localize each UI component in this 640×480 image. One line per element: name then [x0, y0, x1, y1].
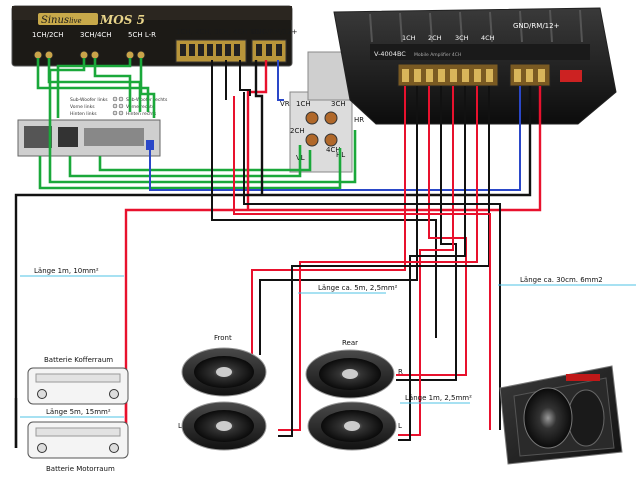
amp-v4004-fins — [369, 9, 583, 43]
speaker-front-right — [181, 347, 267, 397]
remote-wire-mos5 — [277, 60, 284, 101]
junction-vr: VR — [280, 100, 290, 108]
legend-front-left: Vorne links — [70, 104, 95, 110]
length-speaker-label: Länge ca. 5m, 2,5mm² — [318, 284, 398, 292]
head-unit — [17, 119, 161, 157]
length-sub-label: Länge ca. 30cm. 6mm2 — [520, 276, 603, 284]
amp-v4004-label-1ch: 1CH — [402, 34, 416, 42]
amp-v4004-label-2ch: 2CH — [428, 34, 442, 42]
amp-v4004-label-4ch: 4CH — [481, 34, 495, 42]
spk-rear-l-plus — [398, 86, 454, 436]
spk-front-l-minus — [278, 86, 490, 437]
spk-front-r-minus — [259, 86, 418, 355]
head-unit-remote-wire — [146, 140, 154, 150]
legend-sub-left: Sub-Woofer links — [70, 97, 108, 103]
battery-engine-terminal-minus — [37, 443, 47, 453]
head-unit-iso-port — [24, 126, 52, 148]
amp-mos5-label-5chlr: 5CH L-R — [128, 31, 156, 39]
amp-mos5-power-terminals — [251, 39, 287, 63]
junction-box: 1CH 3CH 2CH 4CH VR HR VL HL — [280, 51, 364, 173]
speaker-front-left-tag: L — [178, 422, 182, 430]
rca-wires — [36, 58, 357, 190]
rca-wire-6 — [139, 58, 156, 118]
amp-mos5-label-3ch4ch: 3CH/4CH — [80, 31, 112, 39]
speakers-front-label: Front — [214, 334, 232, 342]
length-rear-label: Länge 1m, 2,5mm² — [405, 394, 472, 402]
subwoofer-box — [499, 365, 623, 465]
battery-trunk-terminal-minus — [37, 389, 47, 399]
length-battery-link-label: Länge 5m, 15mm² — [46, 408, 111, 416]
amp-v4004-power-terminals — [509, 63, 551, 87]
amp-v4004-speaker-terminals — [397, 63, 499, 87]
cable-length-labels: Länge 1m, 10mm² Länge ca. 5m, 2,5mm² Län… — [20, 267, 636, 418]
amp-mos5-logo — [38, 13, 98, 25]
ground-wire-mos5 — [254, 60, 264, 195]
amp-mos5-model: MOS 5 — [99, 13, 145, 27]
sub-wire-minus — [243, 92, 501, 430]
power-wires — [14, 60, 542, 448]
rca-wire-3 — [48, 58, 357, 184]
amp-mos5-label-power: GND/RM/12+ — [251, 28, 298, 36]
length-battery-label: Länge 1m, 10mm² — [34, 267, 99, 275]
battery-engine-label: Batterie Motorraum — [46, 465, 115, 473]
speaker-rear-left — [307, 401, 397, 451]
speaker-rear-right — [305, 349, 395, 399]
remote-wire — [149, 86, 521, 191]
amp-v4004-model: V-4004BC — [374, 50, 406, 58]
amp-mos5: Sinuslive MOS 5 1CH/2CH 3CH/4CH 5CH L-R … — [11, 5, 298, 67]
amp-mos5-speaker-terminals — [175, 39, 247, 63]
rca-wire-9 — [98, 150, 312, 172]
amp-mos5-label-1ch2ch: 1CH/2CH — [32, 31, 64, 39]
subwoofer-port — [567, 389, 605, 447]
spk-rear-r-minus — [396, 86, 457, 381]
rca-wire-1 — [36, 58, 150, 112]
subwoofer-cone — [523, 387, 573, 449]
spk-rear-l-minus — [398, 86, 466, 441]
ground-wire-main — [14, 86, 532, 448]
subwoofer-badge — [566, 374, 600, 381]
rca-wire-8 — [68, 145, 302, 178]
amp-v4004-label-3ch: 3CH — [455, 34, 469, 42]
amp-mos5-brand: Sinuslive — [41, 15, 82, 26]
amp-mos5-label-channels: 1CH, 2CH, 3CH, 4CH 5CH — [176, 28, 265, 36]
spk-front-r-plus — [251, 86, 406, 355]
speaker-rear-left-tag: L — [398, 422, 402, 430]
rca-wire-5 — [56, 58, 132, 118]
legend-rear-right: Hinten rechts — [126, 111, 157, 117]
battery-trunk-label: Batterie Kofferraum — [44, 356, 113, 364]
speaker-front-left — [181, 401, 267, 451]
junction-3ch: 3CH — [331, 100, 346, 108]
ground-wire-center — [211, 60, 437, 338]
battery-engine: Batterie Motorraum — [27, 421, 129, 473]
amp-v4004-label-power: GND/RM/12+ — [513, 22, 560, 30]
legend-rear-left: Hinten links — [70, 111, 97, 117]
rca-wire-7 — [38, 148, 342, 190]
head-unit-rca-block — [58, 127, 78, 147]
battery-trunk-terminal-plus — [109, 389, 119, 399]
amp-v4004-fuse — [560, 70, 582, 82]
speaker-rear-right-tag: R — [398, 368, 403, 376]
head-unit-connector — [84, 128, 144, 146]
junction-hr: HR — [354, 116, 364, 124]
battery-trunk: Batterie Kofferraum — [27, 356, 129, 405]
sub-wire-plus — [233, 96, 491, 430]
speakers-rear-label: Rear — [342, 339, 358, 347]
amp-v4004-panel — [370, 44, 590, 60]
amp-v4004-subtitle: Mobile Amplifier 4CH — [414, 52, 461, 58]
mos5-sub-wire-short — [225, 60, 251, 100]
junction-2ch: 2CH — [290, 127, 305, 135]
battery-engine-terminal-plus — [109, 443, 119, 453]
junction-1ch: 1CH — [296, 100, 311, 108]
junction-4ch: 4CH — [326, 146, 341, 154]
amp-v4004: V-4004BC Mobile Amplifier 4CH GND/RM/12+… — [333, 7, 617, 125]
power-wire-main — [124, 86, 542, 448]
